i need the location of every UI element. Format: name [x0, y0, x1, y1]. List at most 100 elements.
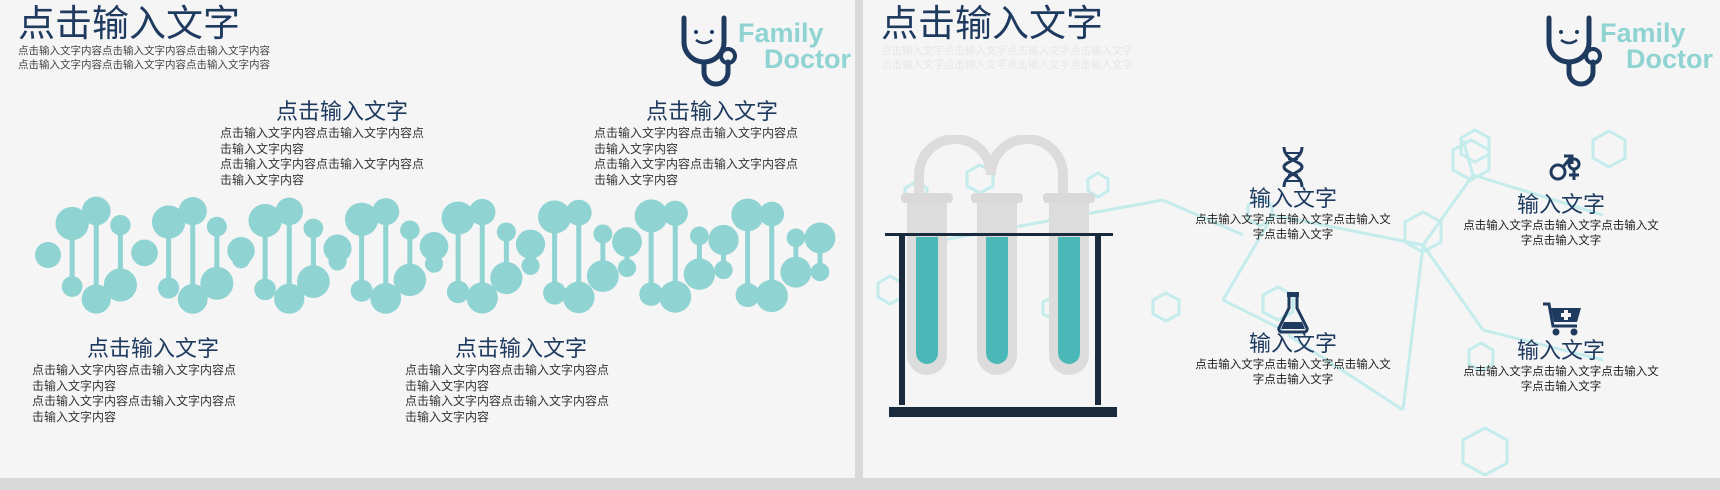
dna-bead	[708, 224, 739, 256]
dna-bead	[446, 280, 470, 304]
slide-left: 点击输入文字 点击输入文字内容点击输入文字内容点击输入文字内容 点击输入文字内容…	[0, 0, 855, 478]
logo-word-family: Family	[738, 18, 824, 48]
logo-word-doctor: Doctor	[1626, 44, 1713, 74]
text-block: 点击输入文字 点击输入文字内容点击输入文字内容点 击输入文字内容 点击输入文字内…	[32, 337, 262, 425]
node-title[interactable]: 输入文字	[1248, 332, 1337, 357]
dna-bead	[61, 276, 83, 297]
dna-bead	[810, 262, 830, 282]
medical-cart-icon	[1543, 302, 1581, 336]
dna-bead	[593, 224, 613, 244]
text-block: 点击输入文字 点击输入文字内容点击输入文字内容点 击输入文字内容 点击输入文字内…	[405, 337, 635, 425]
dna-bead	[206, 216, 227, 237]
dna-bead	[617, 258, 637, 278]
dna-bead	[731, 198, 764, 232]
test-tube	[901, 193, 953, 375]
dna-bead	[254, 278, 276, 301]
node-text-block: 输入文字 点击输入文字点击输入文字点击输入文 字点击输入文字	[1183, 188, 1403, 242]
dna-bead	[151, 205, 186, 239]
dna-bead	[690, 226, 709, 246]
node-title[interactable]: 输入文字	[1248, 187, 1337, 212]
dna-bead	[521, 256, 540, 275]
dna-bead	[158, 277, 180, 299]
test-tube	[1043, 193, 1095, 375]
dna-bead	[200, 266, 234, 300]
subtitle-line[interactable]: 点击输入文字点击输入文字点击输入文字点击输入文字	[881, 59, 1133, 71]
dna-bead	[81, 284, 111, 314]
dna-bead	[759, 201, 785, 227]
dna-icon	[1282, 146, 1304, 188]
node-body[interactable]: 点击输入文字点击输入文字点击输入文 字点击输入文字	[1463, 364, 1659, 393]
dna-bead	[177, 283, 208, 314]
dna-bead	[424, 254, 444, 273]
block-body[interactable]: 点击输入文字内容点击输入文字内容点 击输入文字内容 点击输入文字内容点击输入文字…	[220, 126, 425, 187]
block-title[interactable]: 点击输入文字	[276, 100, 409, 125]
page-title[interactable]: 点击输入文字	[881, 2, 1103, 45]
dna-bead	[496, 222, 516, 242]
gender-icon	[1549, 154, 1581, 181]
node-body[interactable]: 点击输入文字点击输入文字点击输入文 字点击输入文字	[1195, 357, 1391, 386]
dna-helix-graphic	[35, 196, 836, 314]
dna-bead	[804, 222, 836, 254]
dna-bead	[735, 283, 760, 308]
dna-bead	[659, 280, 692, 313]
node-body[interactable]: 点击输入文字点击输入文字点击输入文 字点击输入文字	[1195, 212, 1391, 241]
text-block: 点击输入文字 点击输入文字内容点击输入文字内容点 击输入文字内容 点击输入文字内…	[220, 100, 450, 188]
dna-bead	[231, 250, 251, 269]
dna-bead	[543, 281, 567, 305]
node-text-block: 输入文字 点击输入文字点击输入文字点击输入文 字点击输入文字	[1451, 340, 1671, 394]
dna-bead	[400, 220, 420, 240]
dna-bead	[419, 231, 449, 261]
page-title[interactable]: 点击输入文字	[18, 2, 240, 45]
dna-bead	[55, 206, 89, 241]
dna-bead	[110, 214, 131, 236]
dna-bead	[296, 265, 330, 298]
test-tube-rack-graphic	[885, 135, 1117, 417]
stethoscope-icon	[1546, 15, 1602, 87]
block-body[interactable]: 点击输入文字内容点击输入文字内容点 击输入文字内容 点击输入文字内容点击输入文字…	[405, 363, 610, 424]
dna-bead	[275, 197, 304, 226]
dna-bead	[786, 228, 806, 248]
logo-word-family: Family	[1600, 18, 1686, 48]
node-title[interactable]: 输入文字	[1516, 339, 1605, 364]
logo-word-doctor: Doctor	[764, 44, 851, 74]
node-text-block: 输入文字 点击输入文字点击输入文字点击输入文 字点击输入文字	[1183, 333, 1403, 387]
dna-bead	[639, 282, 663, 306]
dna-bead	[323, 234, 352, 263]
molecule-network-background	[876, 128, 1627, 477]
block-title[interactable]: 点击输入文字	[87, 337, 220, 362]
dna-bead	[39, 246, 57, 264]
dna-bead	[538, 200, 572, 234]
dna-bead	[178, 197, 207, 226]
block-title[interactable]: 点击输入文字	[646, 100, 779, 125]
subtitle-line[interactable]: 点击输入文字内容点击输入文字内容点击输入文字内容	[18, 59, 270, 71]
dna-bead	[303, 218, 324, 239]
dna-bead	[714, 260, 733, 280]
slide-right: 点击输入文字 点击输入文字点击输入文字点击输入文字点击输入文字 点击输入文字点击…	[863, 0, 1720, 478]
dna-bead	[466, 282, 498, 314]
dna-bead	[469, 198, 496, 226]
flask-icon	[1277, 292, 1309, 334]
text-block: 点击输入文字 点击输入文字内容点击输入文字内容点 击输入文字内容 点击输入文字内…	[594, 100, 824, 188]
dna-bead	[490, 261, 523, 295]
dna-bead	[683, 258, 716, 290]
dna-bead	[755, 279, 788, 313]
dna-bead	[393, 263, 427, 297]
dna-bead	[565, 199, 592, 226]
dna-bead	[780, 256, 812, 288]
node-text-block: 输入文字 点击输入文字点击输入文字点击输入文 字点击输入文字	[1451, 194, 1671, 248]
block-body[interactable]: 点击输入文字内容点击输入文字内容点 击输入文字内容 点击输入文字内容点击输入文字…	[594, 126, 799, 187]
dna-bead	[634, 199, 668, 233]
node-title[interactable]: 输入文字	[1516, 193, 1605, 218]
block-title[interactable]: 点击输入文字	[455, 337, 588, 362]
dna-bead	[131, 239, 158, 267]
dna-bead	[344, 202, 379, 236]
test-tube	[971, 193, 1023, 375]
subtitle-line[interactable]: 点击输入文字点击输入文字点击输入文字点击输入文字	[881, 45, 1133, 57]
dna-bead	[370, 282, 402, 314]
dna-bead	[103, 268, 137, 302]
node-body[interactable]: 点击输入文字点击输入文字点击输入文 字点击输入文字	[1463, 218, 1659, 247]
subtitle-line[interactable]: 点击输入文字内容点击输入文字内容点击输入文字内容	[18, 45, 270, 57]
block-body[interactable]: 点击输入文字内容点击输入文字内容点 击输入文字内容 点击输入文字内容点击输入文字…	[32, 363, 237, 424]
stethoscope-icon	[681, 15, 737, 87]
dna-bead	[81, 196, 111, 226]
